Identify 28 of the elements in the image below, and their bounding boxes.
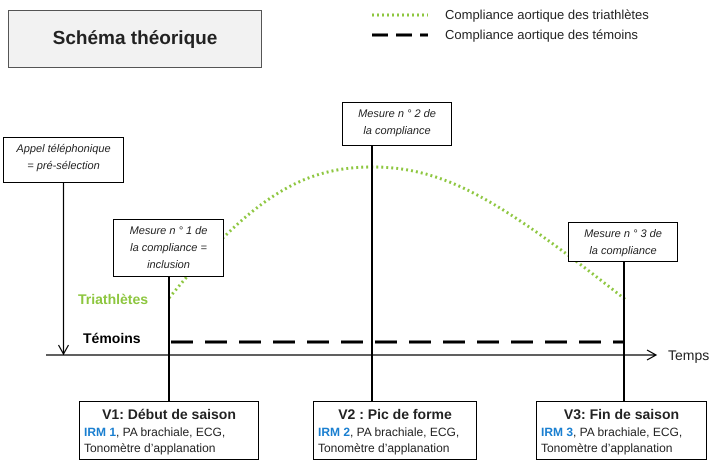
callout-text: Mesure n ° 3 de la compliance [583,227,663,259]
legend-text: Compliance aortique des triathlètes [445,7,649,22]
series-label: Triathlètes [78,291,148,307]
visit-box [536,401,707,460]
callout-text: Appel téléphonique = pré-sélection [15,142,112,174]
callout-box [3,137,124,183]
title-box [8,10,262,68]
connector-line [371,146,373,401]
exam-list: IRM 3, PA brachiale, ECG, Tonomètre d’applanation [541,424,702,456]
visit-heading: V3: Fin de saison [562,405,680,424]
connector-line [168,277,170,401]
arrow [58,183,70,355]
visit-box [313,401,477,460]
exam-list: IRM 1, PA brachiale, ECG, Tonomètre d’applanation [84,424,254,456]
series-label: Témoins [83,330,141,346]
visit-heading: V2 : Pic de forme [337,405,453,424]
title-text: Schéma théorique [52,28,218,50]
visit-heading: V1: Début de saison [101,405,237,424]
callout-text: Mesure n ° 2 de la compliance [357,107,437,139]
callout-text: Mesure n ° 1 de la compliance = inclusion [128,224,208,273]
visit-box [79,401,259,460]
callout-box [568,222,678,262]
connector-line [623,262,625,401]
exam-list: IRM 2, PA brachiale, ECG, Tonomètre d’applanation [318,424,472,456]
callout-box [342,102,452,146]
axis-label: Temps [668,347,710,363]
callout-box [113,219,224,277]
legend-text: Compliance aortique des témoins [445,27,638,42]
